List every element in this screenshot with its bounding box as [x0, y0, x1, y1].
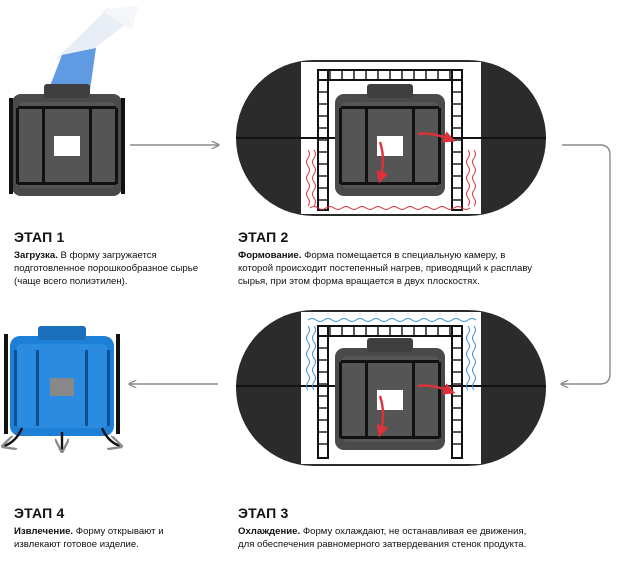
step-1: ЭТАП 1 Загрузка. В форму загружается под… — [14, 229, 204, 288]
step-3-lead: Охлаждение. — [238, 526, 301, 537]
step-1-text: Загрузка. В форму загружается подготовле… — [14, 249, 204, 288]
step-3-body: Форму охлаждают, не останавливая ее движ… — [238, 526, 527, 550]
stage4-product — [4, 326, 120, 450]
step-3-title: ЭТАП 3 — [238, 505, 289, 521]
heat-waves — [306, 149, 476, 210]
step-2: ЭТАП 2 Формование. Форма помещается в сп… — [238, 229, 538, 288]
stage1-illustration — [9, 6, 138, 196]
stage2-heating-chamber — [236, 60, 546, 216]
stage3-cooling-chamber — [236, 310, 546, 466]
step-1-body: В форму загружается подготовленное порош… — [14, 250, 199, 287]
step-2-lead: Формование. — [238, 250, 302, 261]
step-2-title: ЭТАП 2 — [238, 229, 289, 245]
step-2-text: Формование. Форма помещается в специальн… — [238, 249, 538, 288]
step-4-text: Извлечение. Форму открывают и извлекают … — [14, 525, 204, 551]
step-4-lead: Извлечение. — [14, 526, 74, 537]
step-3-text: Охлаждение. Форму охлаждают, не останавл… — [238, 525, 538, 551]
step-4: ЭТАП 4 Извлечение. Форму открывают и изв… — [14, 505, 204, 551]
step-4-body: Форму открывают и извлекают готовое изде… — [14, 526, 164, 550]
step-3: ЭТАП 3 Охлаждение. Форму охлаждают, не о… — [238, 505, 538, 551]
step-2-body: Форма помещается в специальную камеру, в… — [238, 250, 533, 287]
step-1-lead: Загрузка. — [14, 250, 58, 261]
arrow-stage2-to-stage3 — [562, 144, 611, 384]
step-1-title: ЭТАП 1 — [14, 229, 65, 245]
step-4-title: ЭТАП 4 — [14, 505, 65, 521]
cooling-waves — [306, 318, 477, 391]
